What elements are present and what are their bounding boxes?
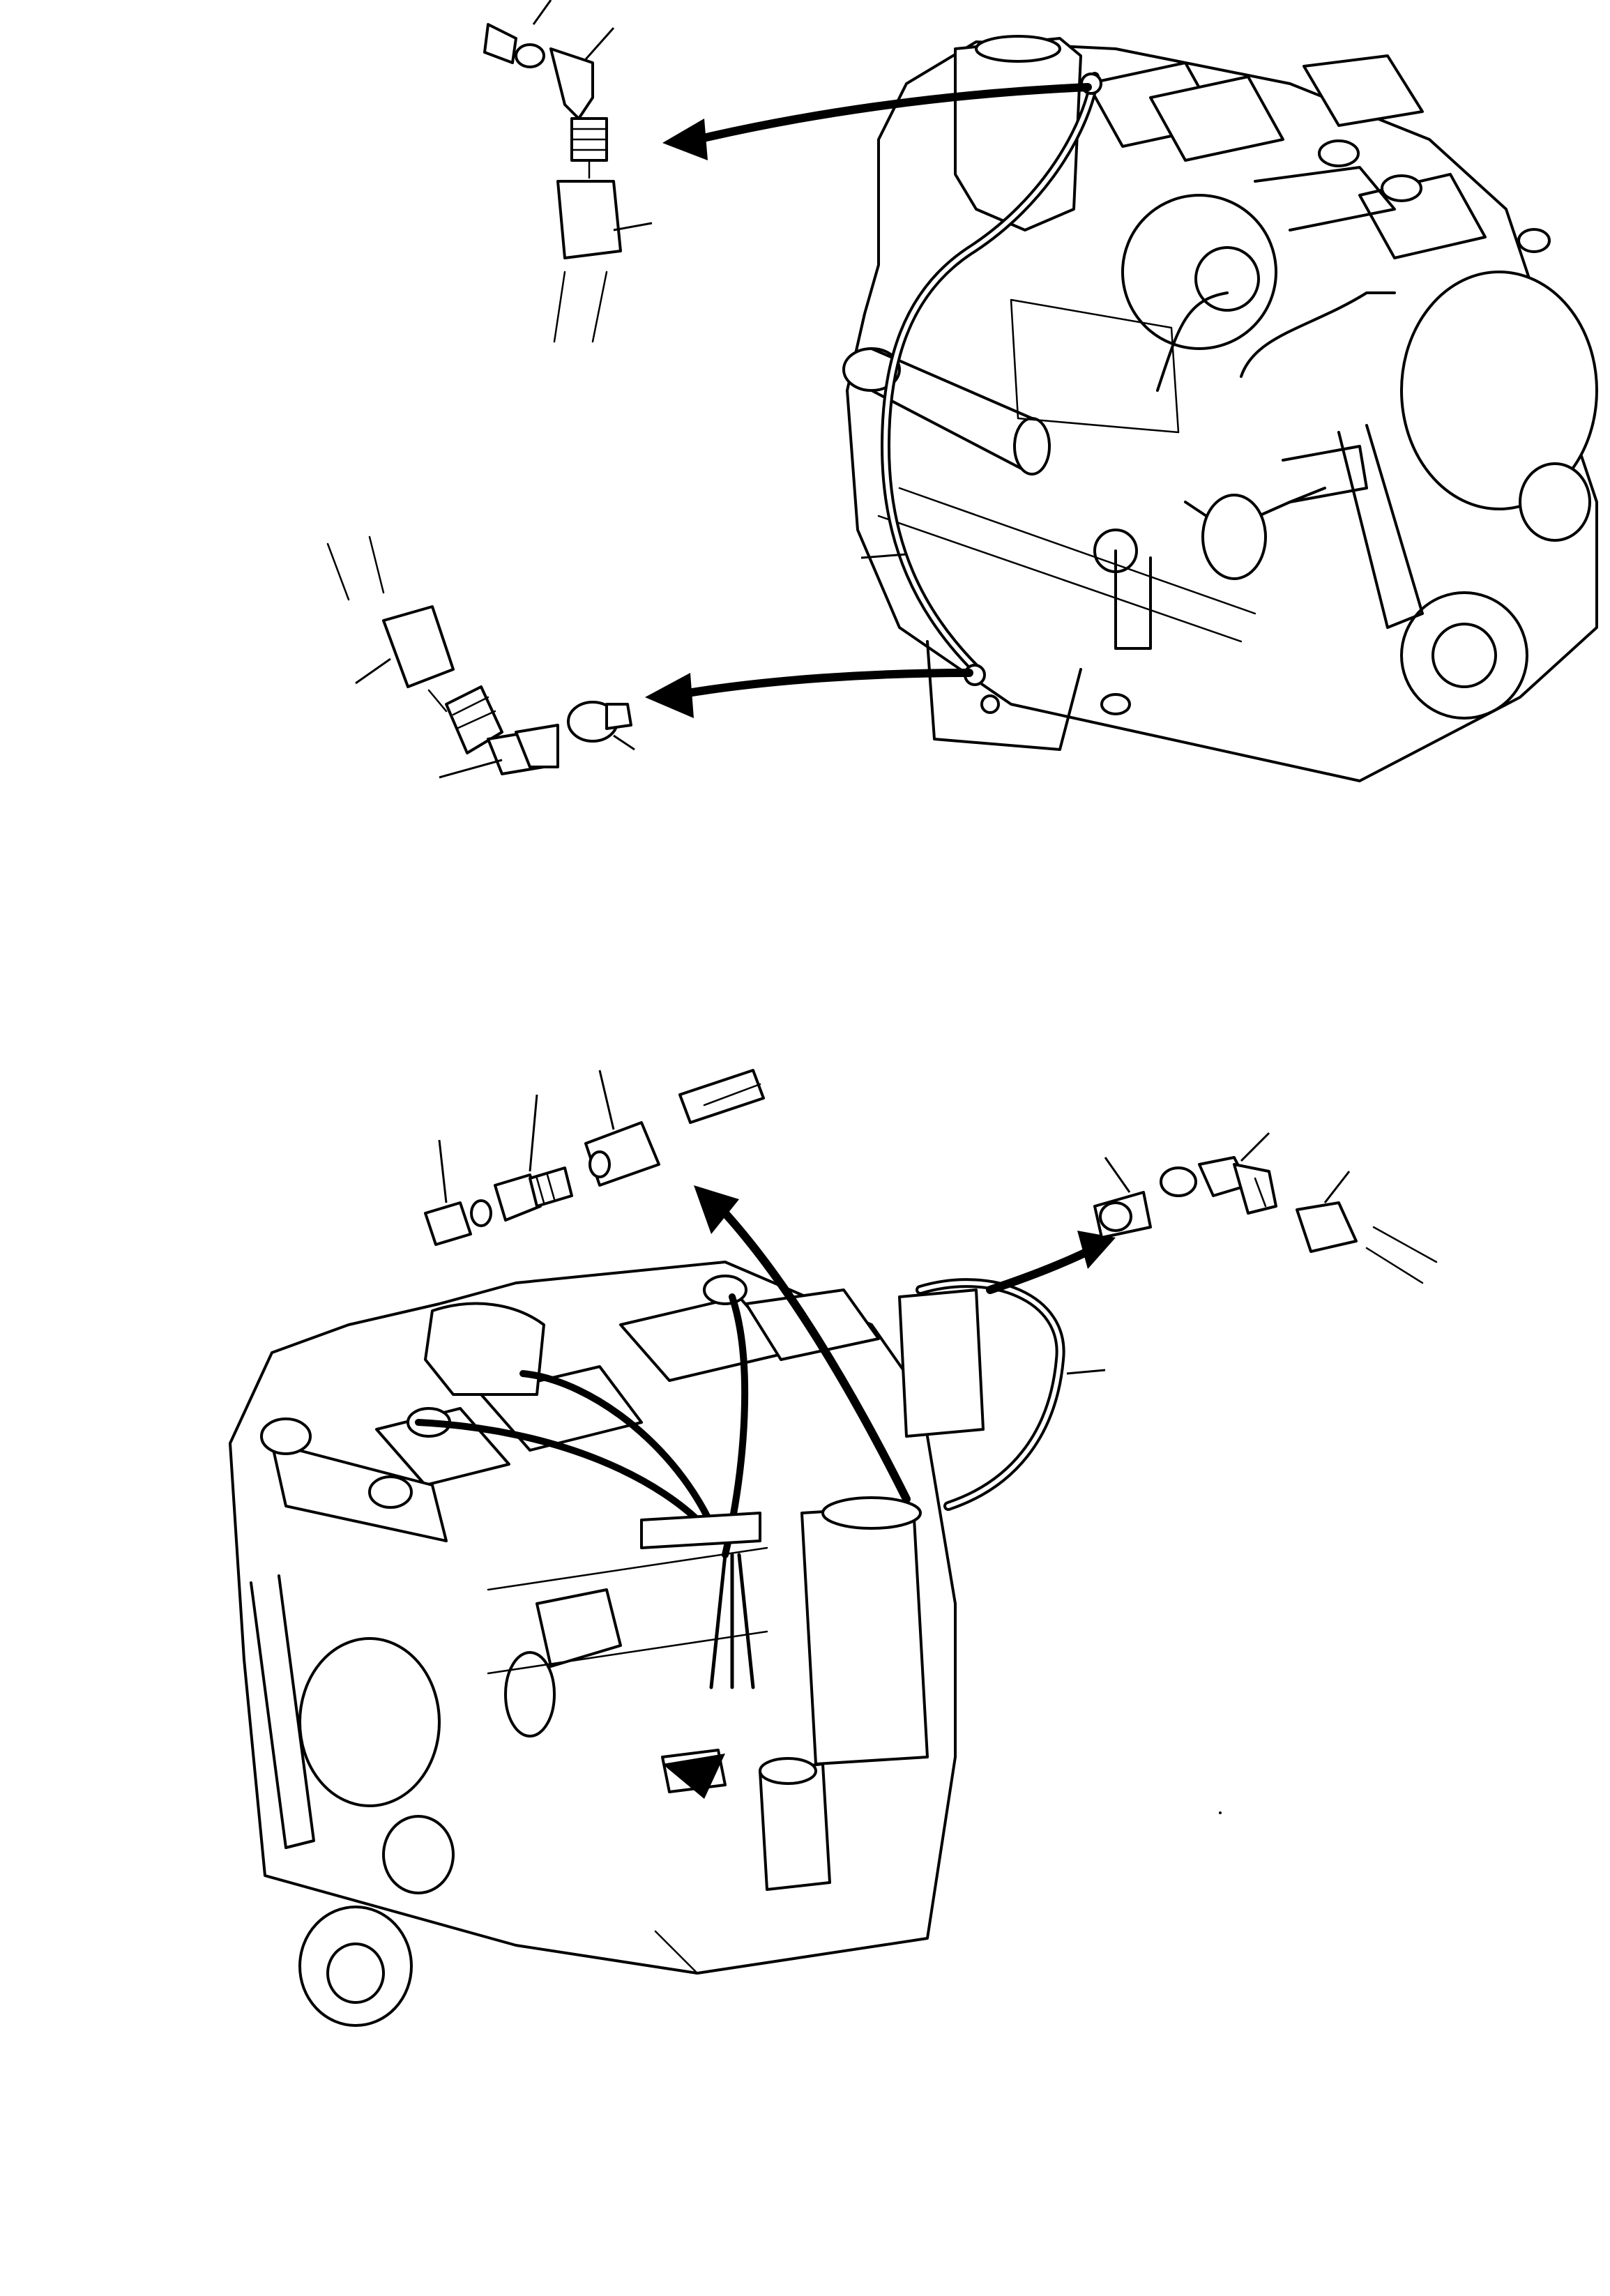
arrow-top-lower	[645, 669, 973, 718]
hose-bundle-bottom	[415, 1278, 1065, 1689]
arrow-bottom-right	[986, 1231, 1116, 1294]
leader-top-hose	[860, 553, 907, 559]
fitting-detail-bottom-right	[1093, 1132, 1438, 1284]
fitting-detail-top-lower	[326, 535, 635, 779]
leader-bottom-hose	[1066, 1369, 1106, 1375]
fitting-detail-bottom-left	[424, 1069, 765, 1246]
arrow-top-upper	[662, 83, 1092, 160]
dot	[1219, 1811, 1222, 1814]
fitting-detail-top-upper	[483, 0, 653, 343]
engine-bottom	[229, 1261, 985, 2027]
arrow-bottom-left	[694, 1185, 911, 1503]
